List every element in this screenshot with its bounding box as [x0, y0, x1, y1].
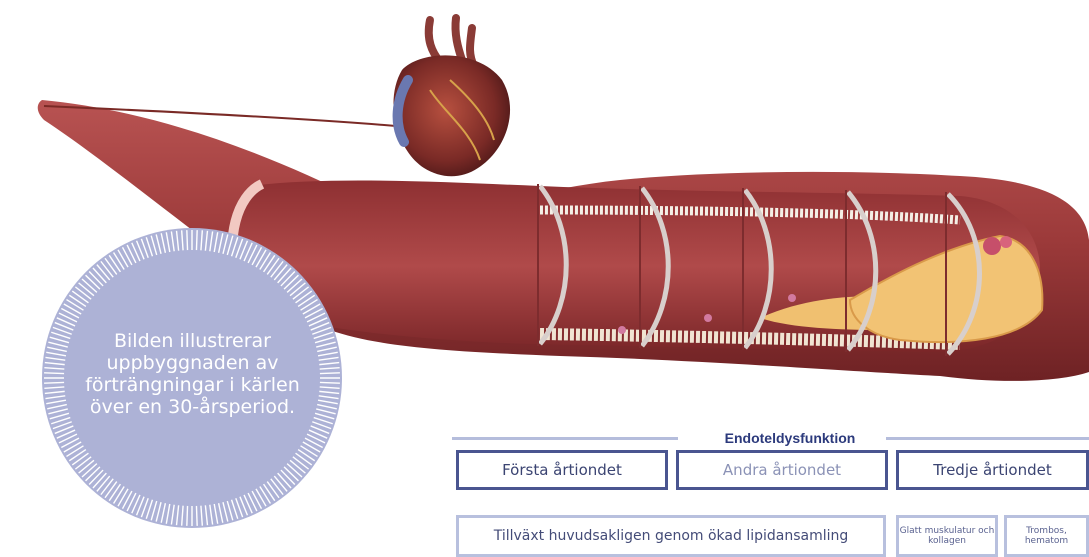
thrombosis-label: Trombos, hematom: [1004, 515, 1089, 557]
decade-first: Första årtiondet: [456, 450, 668, 490]
heart-icon: [393, 18, 510, 176]
legend-line-right: [886, 437, 1089, 440]
legend-line-left: [452, 437, 678, 440]
smooth-muscle-label: Glatt muskulatur och kollagen: [896, 515, 998, 557]
decade-second: Andra årtiondet: [676, 450, 888, 490]
thrombus: [983, 237, 1001, 255]
badge-text: Bilden illustrerar uppbyggnaden av förtr…: [80, 330, 305, 418]
legend-title: Endoteldysfunktion: [670, 428, 910, 448]
growth-label: Tillväxt huvudsakligen genom ökad lipida…: [456, 515, 886, 557]
thrombus-small: [1000, 236, 1012, 248]
decade-third: Tredje årtiondet: [896, 450, 1089, 490]
